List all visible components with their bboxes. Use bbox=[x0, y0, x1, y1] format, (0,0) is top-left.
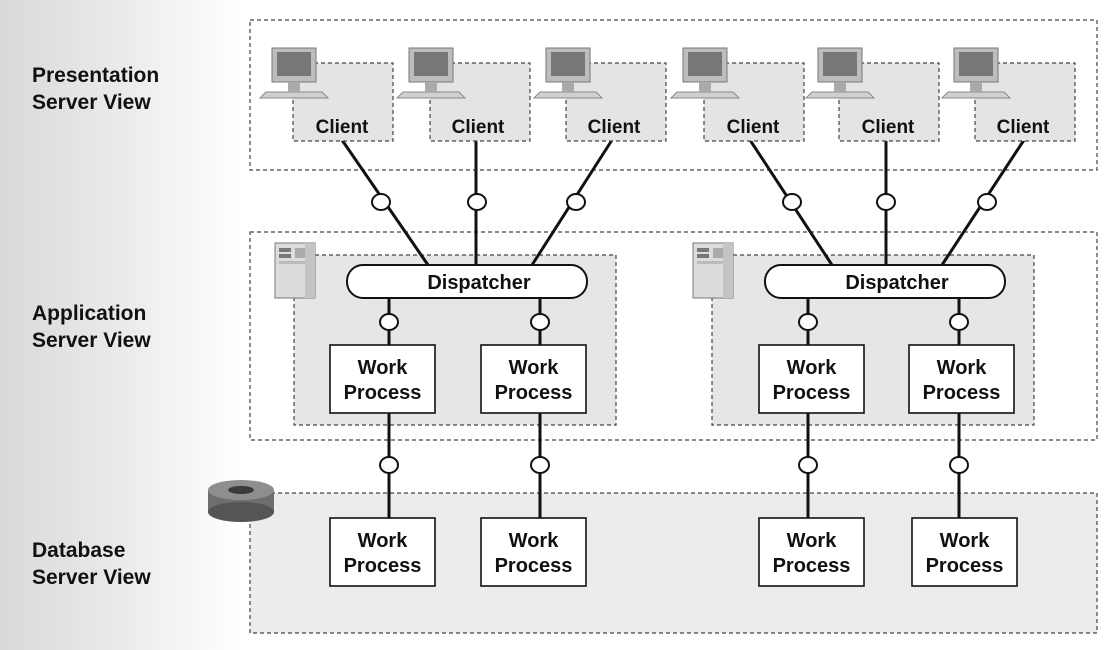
desktop-computer-icon bbox=[258, 47, 330, 99]
work-process-label-line1: Work bbox=[937, 357, 988, 379]
desktop-computer-icon bbox=[940, 47, 1012, 99]
work-processes: WorkProcessWorkProcessWorkProcessWorkPro… bbox=[329, 344, 1018, 587]
work-process-label-line2: Process bbox=[926, 555, 1004, 577]
work-process-label-line1: Work bbox=[358, 357, 409, 379]
dispatcher-label: Dispatcher bbox=[427, 272, 531, 294]
connection-port bbox=[530, 313, 550, 331]
dispatcher-2: Dispatcher bbox=[764, 264, 1006, 299]
desktop-computer-icon bbox=[804, 47, 876, 99]
connection-port bbox=[798, 456, 818, 474]
work-process-label-line2: Process bbox=[344, 382, 422, 404]
client-node: Client bbox=[258, 47, 394, 142]
connection-port bbox=[949, 313, 969, 331]
desktop-computer-icon bbox=[395, 47, 467, 99]
connection-port bbox=[798, 313, 818, 331]
server-tower-icon bbox=[274, 242, 316, 299]
work-process-label-line1: Work bbox=[787, 357, 838, 379]
connection-port bbox=[566, 193, 586, 211]
dispatcher-label: Dispatcher bbox=[845, 272, 949, 294]
client-node: Client bbox=[532, 47, 667, 142]
connection-port bbox=[949, 456, 969, 474]
client-wires bbox=[340, 139, 1026, 266]
client-label: Client bbox=[588, 117, 641, 138]
connection-port bbox=[379, 313, 399, 331]
client-label: Client bbox=[316, 117, 369, 138]
work-process-label-line1: Work bbox=[787, 530, 838, 552]
client-label: Client bbox=[452, 117, 505, 138]
connection-port bbox=[782, 193, 802, 211]
client-node: Client bbox=[395, 47, 531, 142]
client-label: Client bbox=[862, 117, 915, 138]
desktop-computer-icon bbox=[669, 47, 741, 99]
work-process-label-line1: Work bbox=[509, 530, 560, 552]
desktop-computer-icon bbox=[532, 47, 604, 99]
work-process-label-line1: Work bbox=[940, 530, 991, 552]
connection-port bbox=[467, 193, 487, 211]
label-band bbox=[0, 0, 240, 650]
ports bbox=[371, 193, 997, 474]
work-process-label-line1: Work bbox=[358, 530, 409, 552]
client-label: Client bbox=[727, 117, 780, 138]
application-tier bbox=[249, 231, 1098, 441]
work-process-label-line2: Process bbox=[495, 555, 573, 577]
work-process-label-line2: Process bbox=[773, 555, 851, 577]
work-process-label-line2: Process bbox=[495, 382, 573, 404]
connection-port bbox=[379, 456, 399, 474]
dispatcher-1: Dispatcher bbox=[346, 264, 588, 299]
connection-port bbox=[977, 193, 997, 211]
database-cylinder-icon bbox=[208, 480, 274, 522]
work-process-label-line1: Work bbox=[509, 357, 560, 379]
client-node: Client bbox=[804, 47, 940, 142]
presentation-tier bbox=[249, 19, 1098, 171]
connection-port bbox=[530, 456, 550, 474]
client-node: Client bbox=[940, 47, 1076, 142]
clients: Client Client Client Client Client Client bbox=[258, 47, 1076, 142]
connection-port bbox=[876, 193, 896, 211]
client-label: Client bbox=[997, 117, 1050, 138]
work-process-label-line2: Process bbox=[923, 382, 1001, 404]
database-tier bbox=[249, 492, 1098, 634]
work-process-label-line2: Process bbox=[773, 382, 851, 404]
client-node: Client bbox=[669, 47, 805, 142]
connection-port bbox=[371, 193, 391, 211]
server-tower-icon bbox=[692, 242, 734, 299]
work-process-label-line2: Process bbox=[344, 555, 422, 577]
